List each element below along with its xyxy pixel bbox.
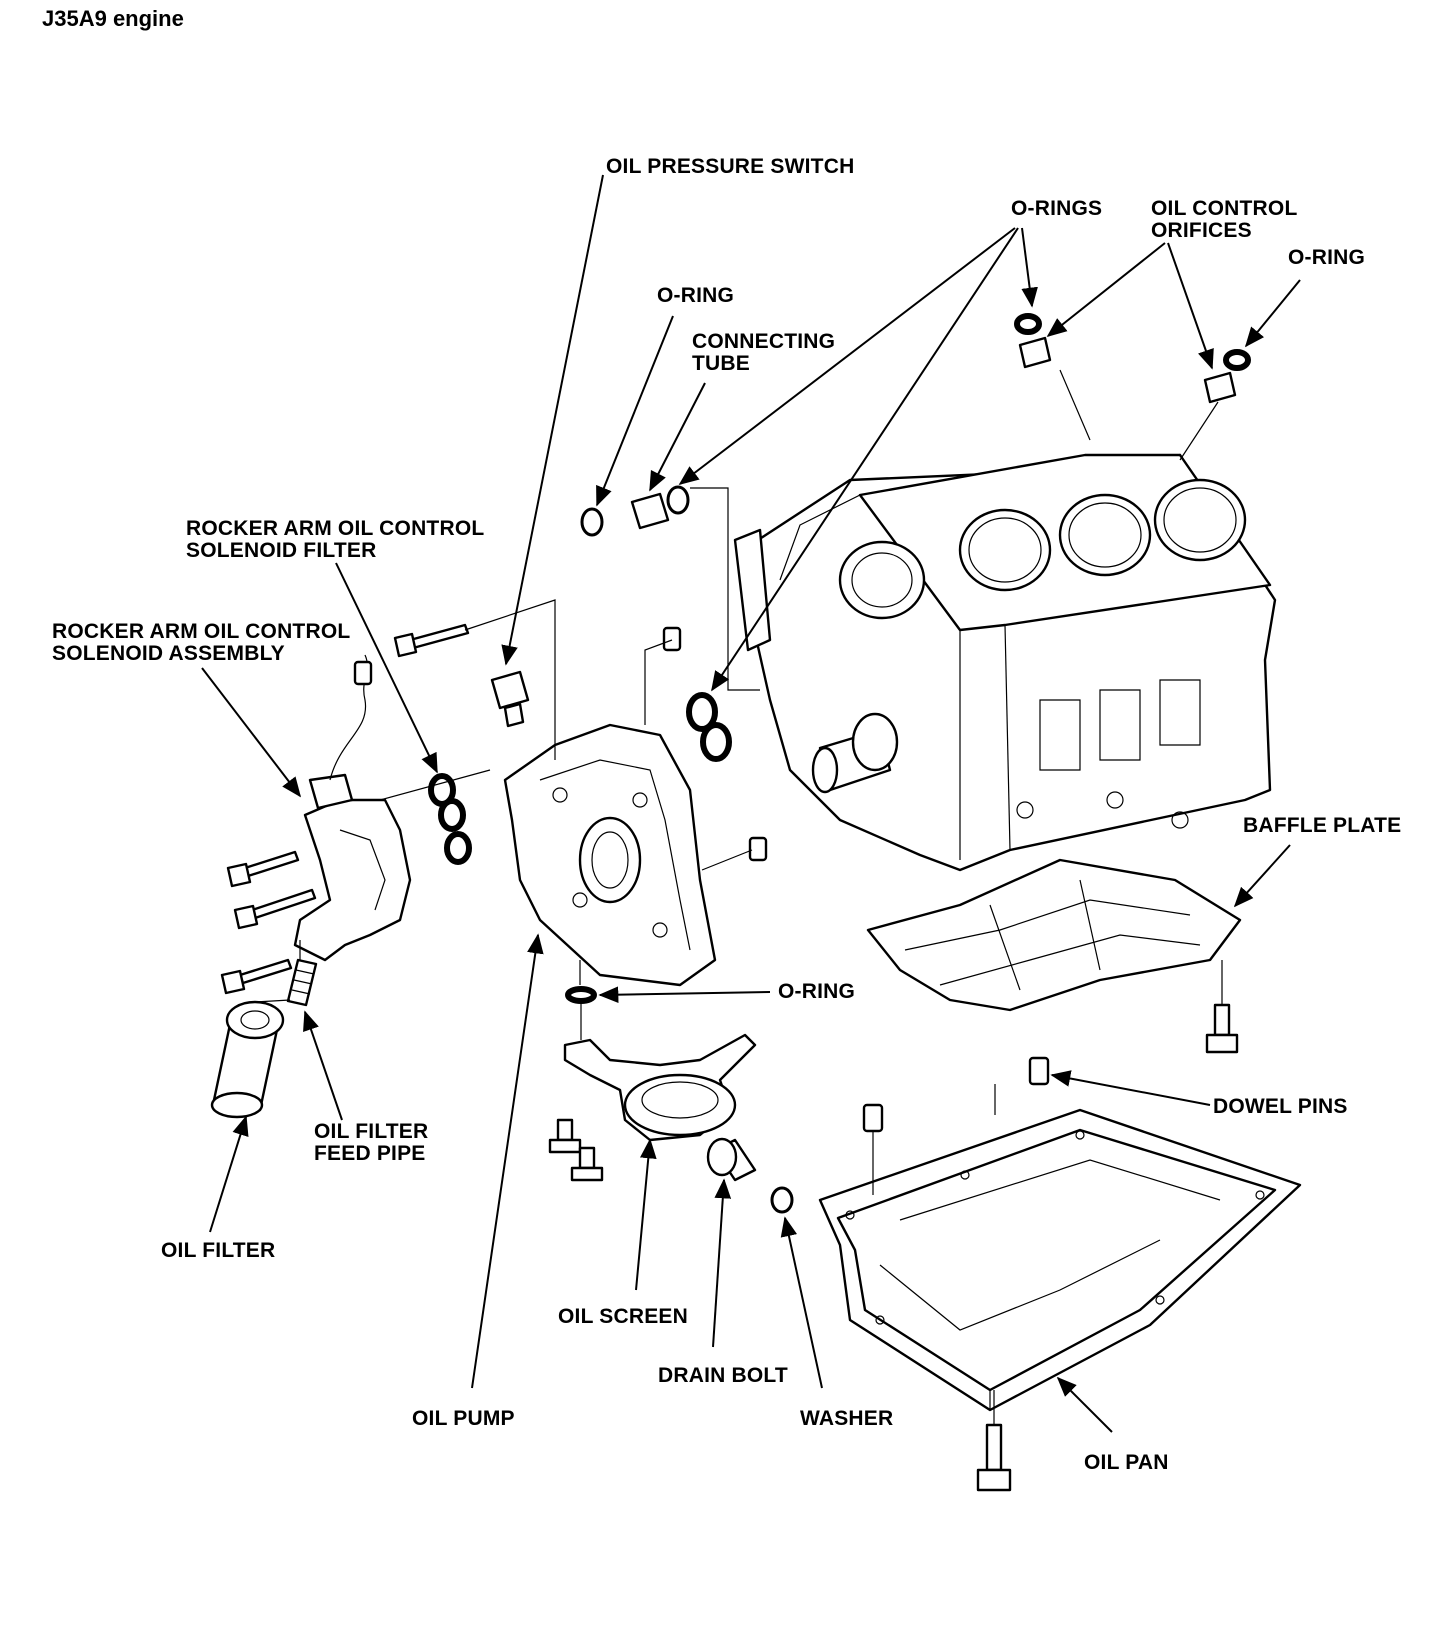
washer xyxy=(770,1186,794,1214)
label-o-rings: O-RINGS xyxy=(1011,197,1103,220)
oil-control-orifice xyxy=(1203,371,1237,404)
cylinder-bore-1 xyxy=(958,508,1052,592)
oil-screen xyxy=(563,1033,757,1142)
label-o-ring-lower: O-RING xyxy=(778,980,856,1003)
o-rings xyxy=(428,313,1251,1214)
label-oil-control-orifices: OIL CONTROL ORIFICES xyxy=(1151,197,1298,242)
label-oil-pressure-switch: OIL PRESSURE SWITCH xyxy=(606,155,855,178)
connecting-tube xyxy=(630,492,670,530)
oil-pressure-switch xyxy=(490,670,530,710)
label-solenoid-filter: ROCKER ARM OIL CONTROL SOLENOID FILTER xyxy=(186,517,485,562)
engine-block xyxy=(733,453,1277,872)
leader-lines xyxy=(201,174,1301,1433)
oil-pump xyxy=(503,723,717,987)
label-dowel-pins: DOWEL PINS xyxy=(1213,1095,1348,1118)
dowel-pin xyxy=(862,1103,884,1133)
assembly-guide-lines xyxy=(254,369,1223,1425)
label-baffle-plate: BAFFLE PLATE xyxy=(1243,814,1402,837)
label-drain-bolt: DRAIN BOLT xyxy=(658,1364,788,1387)
label-solenoid-assembly: ROCKER ARM OIL CONTROL SOLENOID ASSEMBLY xyxy=(52,620,351,665)
oil-filter xyxy=(210,1000,285,1119)
oil-filter-feed-pipe xyxy=(286,958,318,1007)
label-washer: WASHER xyxy=(800,1407,894,1430)
dowel-pin xyxy=(662,626,682,652)
oil-pump-o-ring xyxy=(686,692,718,732)
bolts xyxy=(220,336,1239,1492)
label-connecting-tube: CONNECTING TUBE xyxy=(692,330,836,375)
label-oil-pump: OIL PUMP xyxy=(412,1407,515,1430)
label-o-ring-top-right: O-RING xyxy=(1288,246,1366,269)
cylinder-bore-2 xyxy=(1058,493,1152,577)
label-o-ring-left: O-RING xyxy=(657,284,735,307)
label-oil-pan: OIL PAN xyxy=(1084,1451,1169,1474)
label-oil-filter: OIL FILTER xyxy=(161,1239,276,1262)
page-title: J35A9 engine xyxy=(42,6,184,31)
dowel-pin xyxy=(1028,1056,1050,1086)
cylinder-bore-3 xyxy=(1153,478,1247,562)
oil-pan xyxy=(818,1108,1302,1412)
label-oil-screen: OIL SCREEN xyxy=(558,1305,688,1328)
label-oil-filter-feed-pipe: OIL FILTER FEED PIPE xyxy=(314,1120,429,1165)
solenoid-assembly xyxy=(293,654,412,962)
baffle-plate xyxy=(866,858,1242,1012)
dowel-pin xyxy=(748,836,768,862)
oil-control-orifice xyxy=(1018,336,1052,369)
